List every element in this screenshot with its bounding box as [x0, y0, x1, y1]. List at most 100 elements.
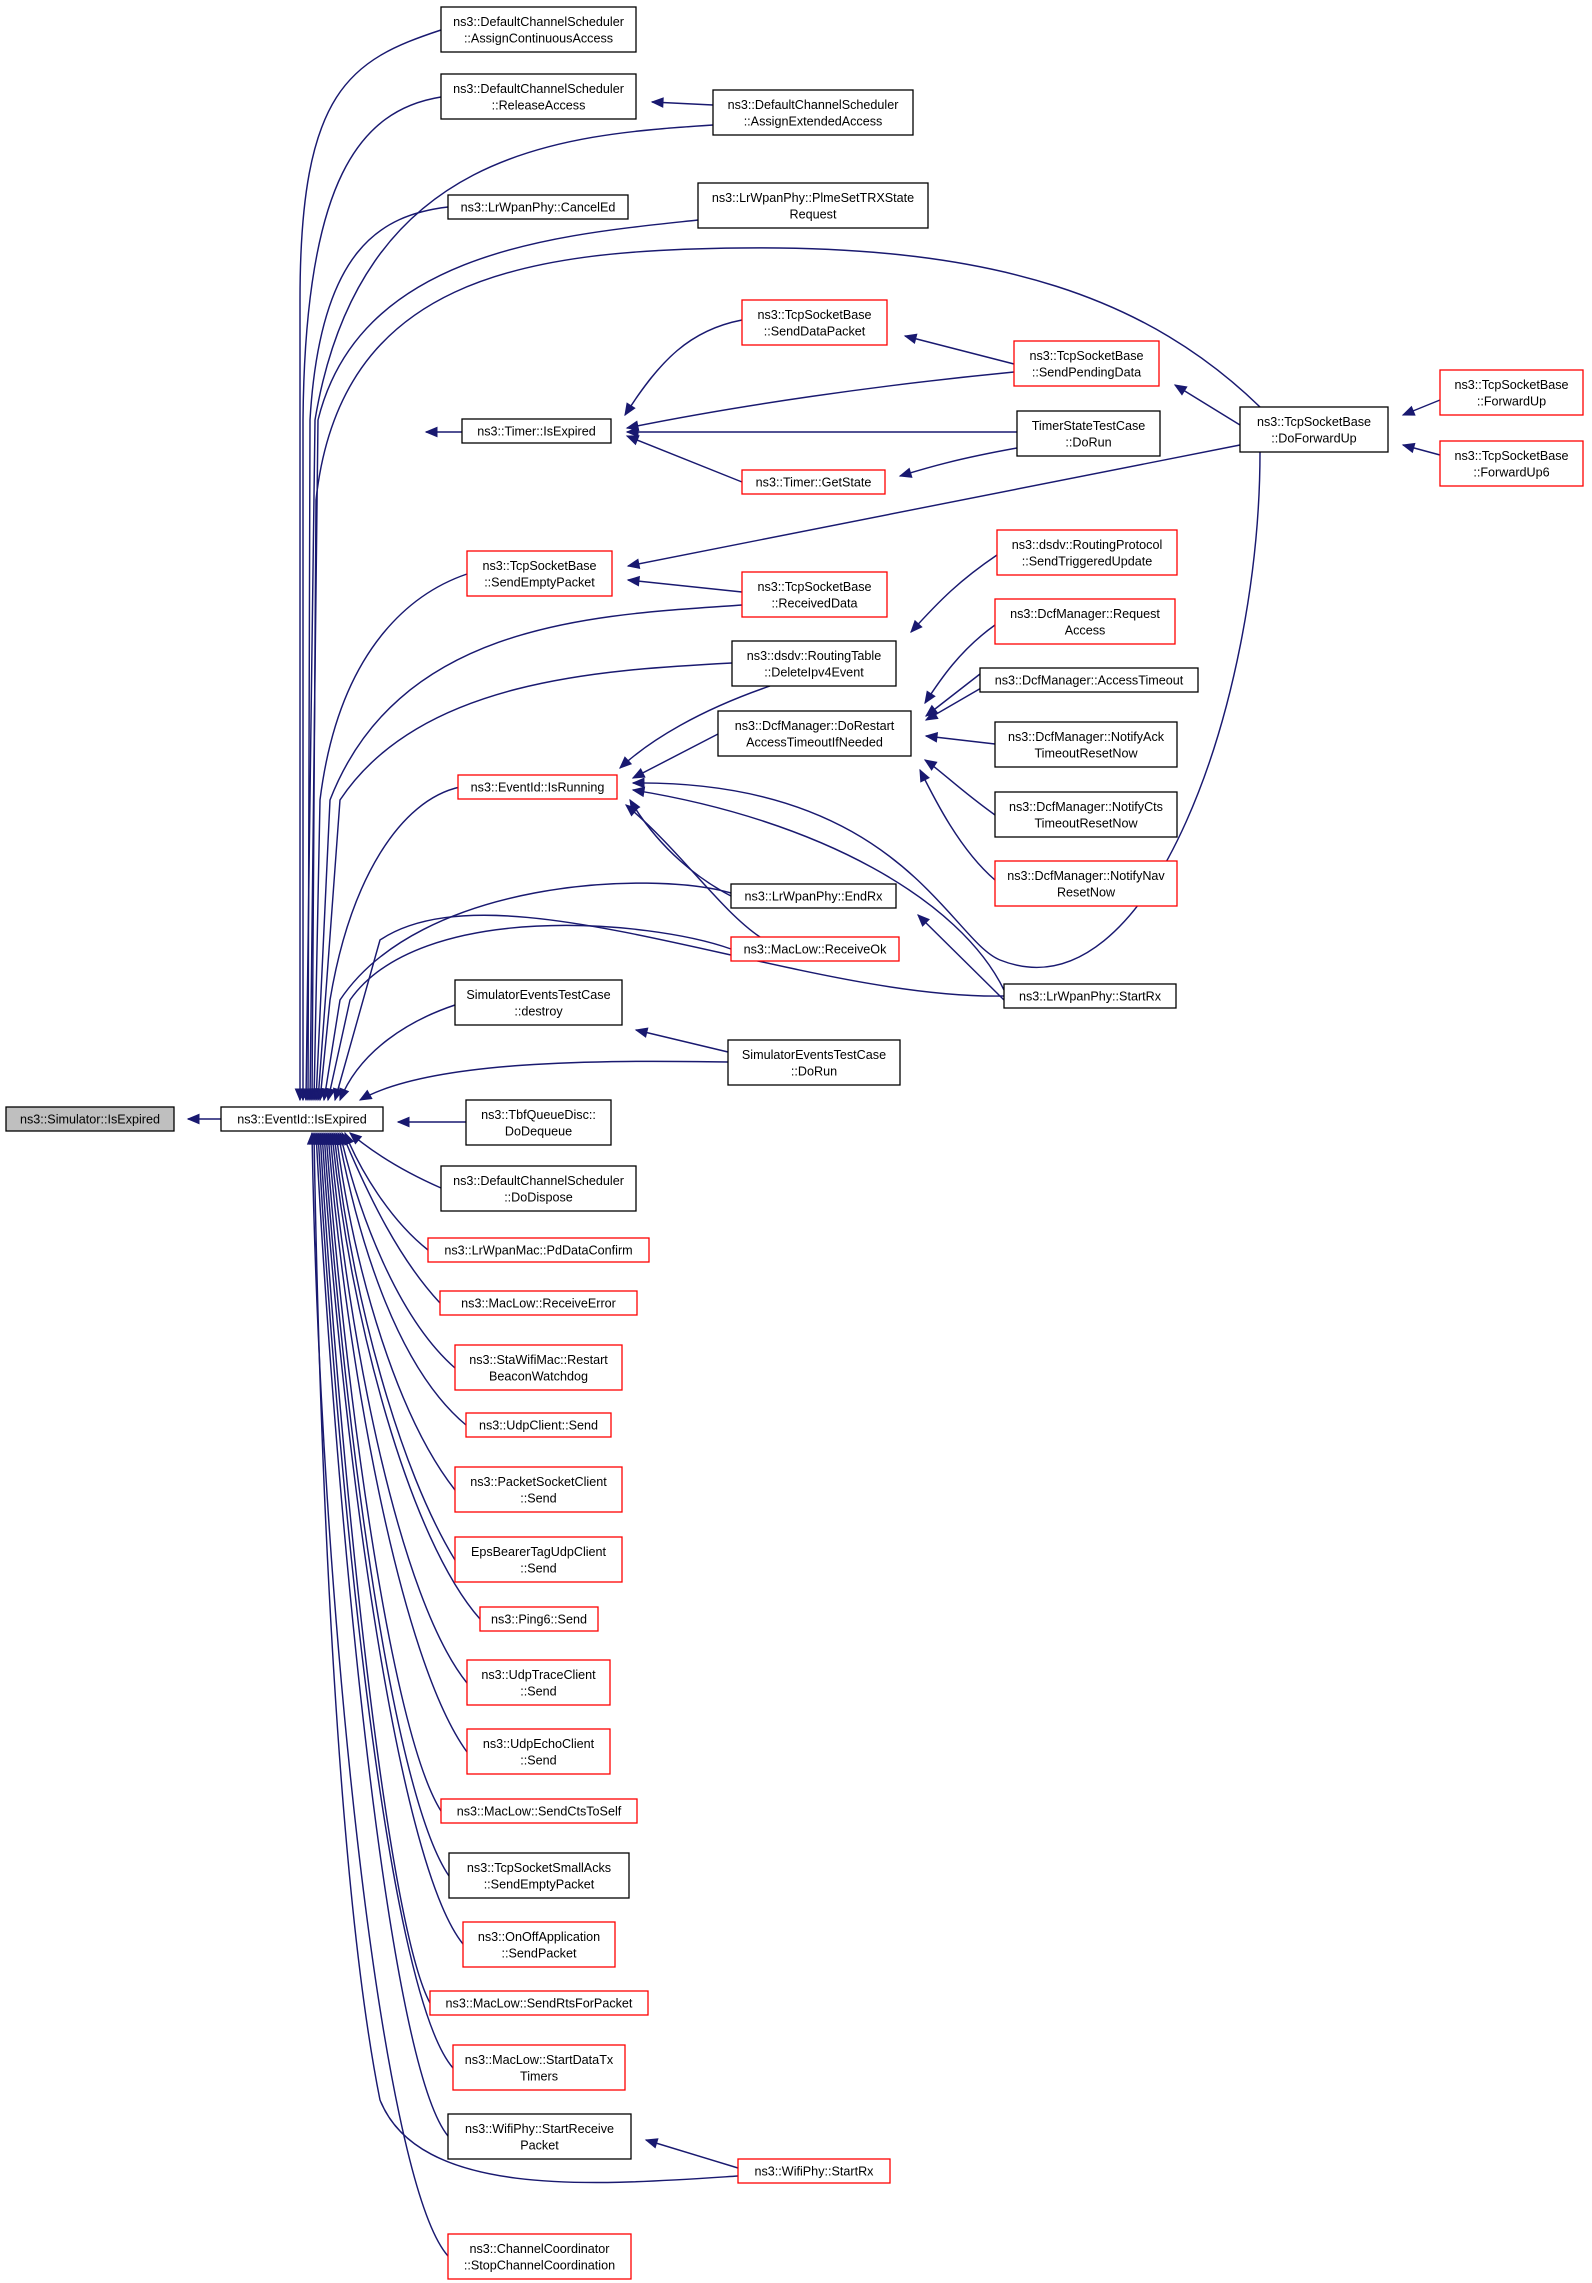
- node-epsbearer_send[interactable]: EpsBearerTagUdpClient::Send: [454, 1536, 623, 1583]
- node-dcf_notifycts[interactable]: ns3::DcfManager::NotifyCtsTimeoutResetNo…: [994, 791, 1178, 838]
- edge-ping6_send-to-evt_isexpired: [327, 1132, 468, 1753]
- node-chcoord_stop[interactable]: ns3::ChannelCoordinator::StopChannelCoor…: [447, 2233, 632, 2280]
- node-wifiphy_startrx[interactable]: ns3::WifiPhy::StartRx: [737, 2158, 891, 2184]
- node-evt_isrunning[interactable]: ns3::EventId::IsRunning: [457, 774, 618, 800]
- edge-timer_isexpired-to-evt_isexpired: [624, 319, 743, 416]
- node-simevt_dorun[interactable]: SimulatorEventsTestCase::DoRun: [727, 1039, 901, 1086]
- node-dsdv_sendtrig[interactable]: ns3::dsdv::RoutingProtocol::SendTriggere…: [996, 529, 1178, 576]
- node-lrmac_pdconfirm[interactable]: ns3::LrWpanMac::PdDataConfirm: [427, 1237, 650, 1263]
- edge-maclow_startdatatx-to-evt_isexpired: [645, 2139, 739, 2169]
- node-label: ns3::TcpSocketBase: [1454, 378, 1568, 392]
- node-maclow_sendrts[interactable]: ns3::MacLow::SendRtsForPacket: [429, 1990, 649, 2016]
- node-label: TimerStateTestCase: [1032, 419, 1146, 433]
- node-timer_isexpired[interactable]: ns3::Timer::IsExpired: [461, 418, 612, 444]
- node-tcp_doforwardup[interactable]: ns3::TcpSocketBase::DoForwardUp: [1239, 406, 1389, 453]
- node-maclow_sendcts[interactable]: ns3::MacLow::SendCtsToSelf: [440, 1798, 638, 1824]
- node-box: [462, 1921, 616, 1968]
- node-ping6_send[interactable]: ns3::Ping6::Send: [479, 1606, 599, 1632]
- node-onoff_sendpacket[interactable]: ns3::OnOffApplication::SendPacket: [462, 1921, 616, 1968]
- arrowhead-evt_isexpired-to-sim_isexpired: [186, 1113, 200, 1125]
- node-maclow_receiveerror[interactable]: ns3::MacLow::ReceiveError: [439, 1290, 638, 1316]
- node-lrphy_startrx[interactable]: ns3::LrWpanPhy::StartRx: [1003, 983, 1177, 1009]
- edge-dcf_notifycts-to-dcf_dorestart: [632, 733, 719, 779]
- node-dcs_dispose[interactable]: ns3::DefaultChannelScheduler::DoDispose: [440, 1165, 637, 1212]
- arrowhead-simevt_dorun-to-simevt_destroy: [396, 1116, 410, 1128]
- node-label: ns3::MacLow::StartDataTx: [465, 2053, 614, 2067]
- node-label: EpsBearerTagUdpClient: [471, 1545, 607, 1559]
- node-label: ns3::LrWpanPhy::EndRx: [745, 890, 884, 904]
- node-label: ns3::UdpEchoClient: [483, 1737, 595, 1751]
- node-label: ::DoDispose: [504, 1190, 573, 1204]
- edge-lrphy_plme-to-evt_isexpired: [309, 219, 699, 1101]
- node-label: ns3::LrWpanMac::PdDataConfirm: [444, 1244, 632, 1258]
- node-udpclient_send[interactable]: ns3::UdpClient::Send: [465, 1412, 612, 1438]
- node-udpecho_send[interactable]: ns3::UdpEchoClient::Send: [466, 1728, 611, 1775]
- edge-onoff_sendpacket-to-evt_isexpired: [317, 1132, 454, 2069]
- node-maclow_receiveok[interactable]: ns3::MacLow::ReceiveOk: [730, 936, 900, 962]
- node-simevt_destroy[interactable]: SimulatorEventsTestCase::destroy: [454, 979, 623, 1026]
- node-box: [454, 979, 623, 1026]
- node-tcp_sendpending[interactable]: ns3::TcpSocketBase::SendPendingData: [1013, 340, 1160, 387]
- arrowhead-maclow_startdatatx-to-evt_isexpired: [644, 2138, 659, 2149]
- node-label: DoDequeue: [505, 1124, 572, 1138]
- node-tcp_sendempty[interactable]: ns3::TcpSocketBase::SendEmptyPacket: [466, 550, 613, 597]
- node-timer_getstate[interactable]: ns3::Timer::GetState: [741, 469, 886, 495]
- edge-maclow_sendrts-to-evt_isexpired: [315, 1132, 449, 2137]
- node-label: ns3::PacketSocketClient: [470, 1475, 607, 1489]
- node-label: BeaconWatchdog: [489, 1369, 588, 1383]
- node-dcs_assignext[interactable]: ns3::DefaultChannelScheduler::AssignExte…: [712, 89, 914, 136]
- node-label: ns3::DcfManager::AccessTimeout: [995, 674, 1184, 688]
- node-label: ns3::DcfManager::Request: [1010, 607, 1160, 621]
- arrowhead-simevt_dorun-to-evt_isexpired: [349, 1132, 363, 1145]
- arrowhead-tcp_doforwardup-to-evt_isrunning: [325, 1087, 336, 1102]
- node-pktsock_send[interactable]: ns3::PacketSocketClient::Send: [454, 1466, 623, 1513]
- arrowhead-timerstate_dorun-to-timer_isexpired: [625, 435, 640, 446]
- edge-dcf_notifynav-to-dcf_dorestart: [319, 786, 461, 1101]
- arrowhead-lrphy_startrx-to-evt_isexpired: [339, 1087, 350, 1102]
- node-box: [1003, 983, 1177, 1009]
- node-tcp_senddata[interactable]: ns3::TcpSocketBase::SendDataPacket: [741, 299, 888, 346]
- node-lrphy_endrx[interactable]: ns3::LrWpanPhy::EndRx: [730, 883, 897, 909]
- node-lrphy_canceled[interactable]: ns3::LrWpanPhy::CancelEd: [447, 194, 629, 220]
- node-dcf_accesstimeout[interactable]: ns3::DcfManager::AccessTimeout: [979, 667, 1199, 693]
- edge-maclow_receiveok-to-evt_isexpired: [917, 914, 1005, 1001]
- node-dsdv_delete[interactable]: ns3::dsdv::RoutingTable::DeleteIpv4Event: [731, 640, 897, 687]
- node-label: ns3::DefaultChannelScheduler: [728, 98, 899, 112]
- node-dcs_release[interactable]: ns3::DefaultChannelScheduler::ReleaseAcc…: [440, 73, 637, 120]
- arrowhead-tcp_doforwardup-to-evt_isexpired: [424, 426, 438, 438]
- node-sim_isexpired[interactable]: ns3::Simulator::IsExpired: [5, 1106, 175, 1132]
- node-tcp_receiveddata[interactable]: ns3::TcpSocketBase::ReceivedData: [741, 571, 888, 618]
- node-label: ::AssignExtendedAccess: [744, 114, 883, 128]
- node-timerstate_dorun[interactable]: TimerStateTestCase::DoRun: [1016, 410, 1161, 457]
- node-box: [454, 1536, 623, 1583]
- node-label: ns3::ChannelCoordinator: [469, 2242, 609, 2256]
- node-tbf_dequeue[interactable]: ns3::TbfQueueDisc::DoDequeue: [465, 1099, 612, 1146]
- arrowhead-maclow_receiveok-to-evt_isrunning: [631, 777, 645, 789]
- node-label: ::DoRun: [1065, 435, 1111, 449]
- node-box: [727, 1039, 901, 1086]
- node-label: ns3::EventId::IsExpired: [237, 1113, 367, 1127]
- node-box: [457, 774, 618, 800]
- node-box: [447, 2113, 632, 2160]
- arrowhead-dcf_dorestart-to-dcf_accesstimeout: [923, 759, 938, 771]
- node-udptrace_send[interactable]: ns3::UdpTraceClient::Send: [466, 1659, 611, 1706]
- node-label: ResetNow: [1057, 885, 1116, 899]
- node-evt_isexpired[interactable]: ns3::EventId::IsExpired: [220, 1106, 384, 1132]
- edge-maclow_receiveerror-to-evt_isexpired: [337, 1132, 467, 1426]
- node-tcp_forwardup[interactable]: ns3::TcpSocketBase::ForwardUp: [1439, 369, 1584, 416]
- node-dcs_assigncont[interactable]: ns3::DefaultChannelScheduler::AssignCont…: [440, 6, 637, 53]
- arrowhead-dcf_notifyack-to-dcf_dorestart: [919, 768, 930, 783]
- arrowhead-lrphy_startrx-to-lrphy_endrx: [634, 1027, 649, 1038]
- node-tcp_forwardup6[interactable]: ns3::TcpSocketBase::ForwardUp6: [1439, 440, 1584, 487]
- node-dcf_dorestart[interactable]: ns3::DcfManager::DoRestartAccessTimeoutI…: [717, 710, 912, 757]
- edge-tcp_receiveddata-to-evt_isexpired: [317, 662, 733, 1101]
- node-box: [712, 89, 914, 136]
- node-dcf_notifyack[interactable]: ns3::DcfManager::NotifyAckTimeoutResetNo…: [994, 721, 1178, 768]
- node-tcpsmall_sendempty[interactable]: ns3::TcpSocketSmallAcks::SendEmptyPacket: [448, 1852, 630, 1899]
